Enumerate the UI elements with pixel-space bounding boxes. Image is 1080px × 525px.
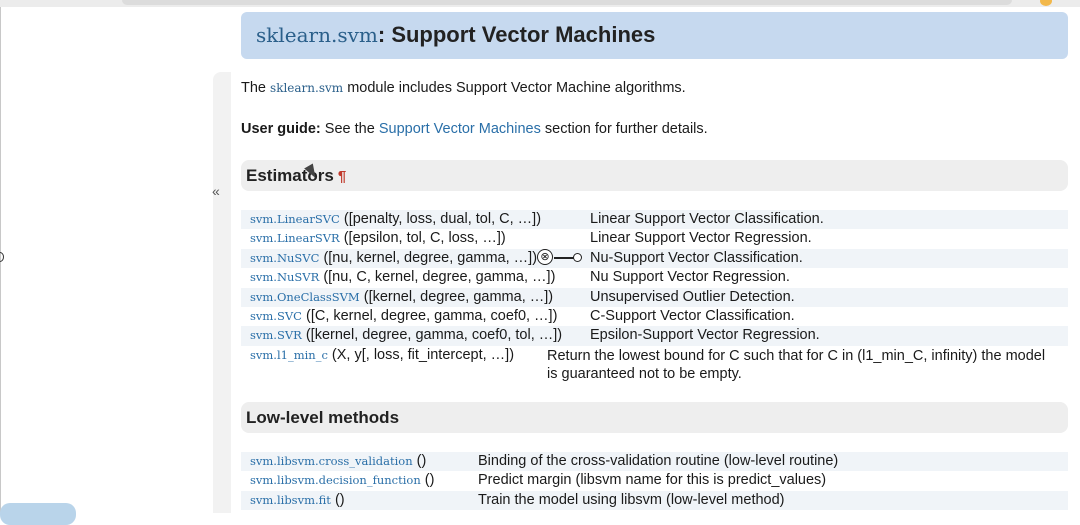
table-row: svm.l1_min_c (X, y[, loss, fit_intercept…: [241, 345, 1068, 382]
resize-handle-icon[interactable]: [0, 252, 4, 262]
signature: ([epsilon, tol, C, loss, …]): [343, 230, 506, 247]
signature: ([penalty, loss, dual, tol, C, …]): [343, 211, 542, 227]
description: Nu Support Vector Regression.: [590, 269, 790, 286]
api-link-decision-function[interactable]: svm.libsvm.decision_function: [250, 473, 421, 488]
intro-post: module includes Support Vector Machine a…: [347, 80, 686, 96]
api-link-oneclasssvm[interactable]: svm.OneClassSVM: [250, 289, 360, 304]
sidebar-toggle-icon[interactable]: «: [212, 183, 220, 199]
intro-module-link[interactable]: sklearn.svm: [270, 81, 344, 95]
description: C-Support Vector Classification.: [590, 307, 795, 324]
signature: ([nu, kernel, degree, gamma, …]): [323, 249, 538, 266]
signature: ([nu, C, kernel, degree, gamma, …]): [323, 269, 556, 286]
lowlevel-table: svm.libsvm.cross_validation () Binding o…: [241, 452, 1068, 511]
user-guide-post: section for further details.: [544, 121, 708, 137]
signature: ([kernel, degree, gamma, …]): [363, 288, 554, 305]
title-module: sklearn.svm: [256, 23, 378, 47]
estimators-table: svm.LinearSVC ([penalty, loss, dual, tol…: [241, 210, 1068, 382]
intro-paragraph: The sklearn.svm module includes Support …: [241, 80, 686, 96]
api-link-svr[interactable]: svm.SVR: [250, 328, 302, 343]
intro-pre: The: [241, 80, 266, 96]
api-link-nusvc[interactable]: svm.NuSVC: [250, 250, 320, 265]
user-guide-label: User guide:: [241, 121, 321, 137]
profile-badge-icon[interactable]: [1040, 0, 1052, 6]
api-link-fit[interactable]: svm.libsvm.fit: [250, 492, 331, 507]
description: Predict margin (libsvm name for this is …: [478, 472, 827, 489]
description: Binding of the cross-validation routine …: [478, 453, 839, 469]
column-drag-handle[interactable]: ⊗: [537, 249, 587, 265]
description: Linear Support Vector Regression.: [590, 230, 812, 247]
signature: (X, y[, loss, fit_intercept, …]): [331, 346, 515, 363]
signature: (): [334, 491, 345, 508]
lowlevel-heading: Low-level methods: [246, 408, 400, 427]
drag-line: [554, 257, 574, 259]
api-link-nusvr[interactable]: svm.NuSVR: [250, 270, 320, 285]
api-link-l1-min-c[interactable]: svm.l1_min_c: [250, 347, 328, 362]
close-circle-icon[interactable]: ⊗: [537, 249, 553, 265]
table-row: svm.LinearSVR ([epsilon, tol, C, loss, ……: [241, 229, 1068, 248]
api-link-cross-validation[interactable]: svm.libsvm.cross_validation: [250, 454, 413, 468]
description: Nu-Support Vector Classification.: [590, 249, 803, 266]
description: Train the model using libsvm (low-level …: [478, 491, 785, 508]
description: Epsilon-Support Vector Regression.: [590, 327, 820, 344]
browser-top-bar: [0, 0, 1080, 7]
estimators-anchor-link[interactable]: ¶: [337, 168, 347, 185]
description: Return the lowest bound for C such that …: [547, 347, 1046, 382]
table-row: svm.OneClassSVM ([kernel, degree, gamma,…: [241, 287, 1068, 307]
drag-end-icon[interactable]: [573, 253, 582, 262]
api-link-linearsvc[interactable]: svm.LinearSVC: [250, 212, 340, 226]
signature: ([C, kernel, degree, gamma, coef0, …]): [305, 307, 558, 324]
sidebar-collapsed: [213, 72, 231, 513]
user-guide-paragraph: User guide: See the Support Vector Machi…: [241, 121, 708, 137]
description: Unsupervised Outlier Detection.: [590, 288, 795, 305]
page-title: sklearn.svm: Support Vector Machines: [256, 22, 655, 48]
user-guide-link[interactable]: Support Vector Machines: [378, 121, 541, 137]
table-row: svm.libsvm.decision_function () Predict …: [241, 471, 1068, 490]
table-row: svm.libsvm.cross_validation () Binding o…: [241, 452, 1068, 472]
table-row: svm.NuSVC ([nu, kernel, degree, gamma, ……: [241, 248, 1068, 269]
signature: (): [424, 472, 435, 489]
estimators-heading: Estimators: [246, 166, 334, 185]
table-row: svm.NuSVR ([nu, C, kernel, degree, gamma…: [241, 268, 1068, 287]
api-link-linearsvr[interactable]: svm.LinearSVR: [250, 231, 340, 246]
signature: ([kernel, degree, gamma, coef0, tol, …]): [305, 327, 563, 344]
table-row: svm.SVR ([kernel, degree, gamma, coef0, …: [241, 326, 1068, 346]
floating-button[interactable]: [0, 503, 76, 525]
table-row: svm.LinearSVC ([penalty, loss, dual, tol…: [241, 210, 1068, 230]
page-title-bar: sklearn.svm: Support Vector Machines: [241, 12, 1068, 59]
user-guide-pre: See the: [324, 121, 375, 137]
signature: (): [416, 453, 427, 469]
table-row: svm.SVC ([C, kernel, degree, gamma, coef…: [241, 307, 1068, 326]
table-row: svm.libsvm.fit () Train the model using …: [241, 490, 1068, 511]
api-link-svc[interactable]: svm.SVC: [250, 308, 302, 323]
lowlevel-section-header: Low-level methods: [241, 402, 1068, 433]
description: Linear Support Vector Classification.: [590, 211, 824, 227]
estimators-section-header: Estimators¶: [241, 160, 1068, 191]
title-text: : Support Vector Machines: [377, 22, 656, 47]
address-bar[interactable]: [122, 0, 1012, 5]
